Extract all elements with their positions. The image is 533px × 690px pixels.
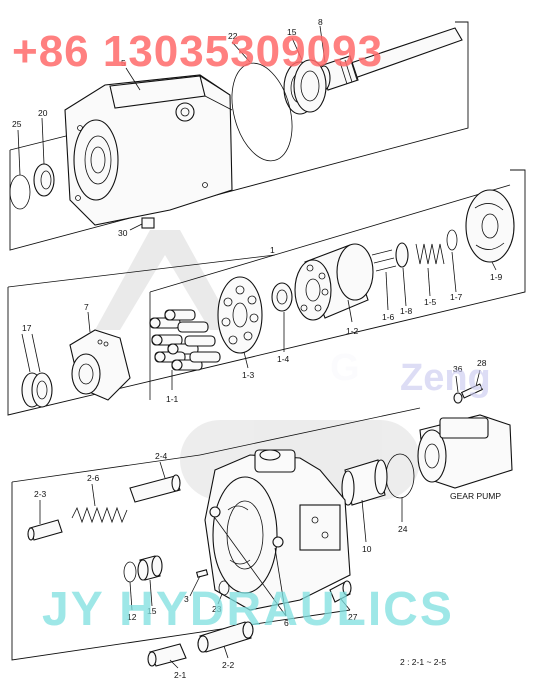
main-housing-part xyxy=(64,74,233,226)
callout-17: 17 xyxy=(22,323,32,333)
callout-28: 28 xyxy=(477,358,487,368)
pin-3-part xyxy=(195,569,209,578)
callout-36: 36 xyxy=(453,364,463,374)
leader-lines-valve xyxy=(39,369,481,669)
callout-10: 10 xyxy=(362,544,372,554)
spring-part xyxy=(415,243,445,265)
callout-1-3: 1-3 xyxy=(242,370,255,380)
shoe-part xyxy=(21,372,53,408)
callout-labels: 8 22 15 5 20 25 30 1 7 17 1-1 1-3 1-4 1-… xyxy=(12,17,503,680)
callout-30: 30 xyxy=(118,228,128,238)
callout-1-8: 1-8 xyxy=(400,306,413,316)
washer-part xyxy=(395,242,409,268)
callout-7: 7 xyxy=(84,302,89,312)
callout-8: 8 xyxy=(318,17,323,27)
callout-20: 20 xyxy=(38,108,48,118)
callout-15-bottom: 15 xyxy=(147,606,157,616)
callout-25: 25 xyxy=(12,119,22,129)
bearing-part xyxy=(283,59,327,115)
callout-6: 6 xyxy=(284,618,289,628)
callout-2-2: 2-2 xyxy=(222,660,235,670)
snap-ring-12-part xyxy=(123,561,137,583)
callout-24: 24 xyxy=(398,524,408,534)
coupling-part xyxy=(341,459,388,506)
callout-1-9: 1-9 xyxy=(490,272,503,282)
watermark-faint-text: G xyxy=(330,347,360,389)
o-ring-part xyxy=(231,62,293,162)
callout-2-4: 2-4 xyxy=(155,451,168,461)
valve-block-body-part xyxy=(204,449,351,611)
spring-2-6-part xyxy=(71,506,128,524)
callout-1-6: 1-6 xyxy=(382,312,395,322)
washer-36-part xyxy=(453,392,463,404)
callout-1-1: 1-1 xyxy=(166,394,179,404)
piston-2-3-part xyxy=(27,519,63,541)
callout-22: 22 xyxy=(228,31,238,41)
retainer-plate-part xyxy=(217,276,263,354)
callout-23: 23 xyxy=(212,604,222,614)
sleeve-2-2-part xyxy=(197,621,254,653)
bolt-28-part xyxy=(460,383,484,399)
callout-12: 12 xyxy=(127,612,137,622)
cap-2-1-part xyxy=(147,643,187,667)
gear-pump-part xyxy=(417,414,513,489)
section-top xyxy=(9,21,469,251)
callout-2-1: 2-1 xyxy=(174,670,187,680)
spherical-bush-part xyxy=(271,282,293,312)
callout-3: 3 xyxy=(184,594,189,604)
leader-lines-top xyxy=(17,25,326,231)
callout-15-top: 15 xyxy=(287,27,297,37)
callout-1-7: 1-7 xyxy=(450,292,463,302)
zeng-watermark: Zeng xyxy=(400,357,491,399)
cylinder-block-part xyxy=(294,243,374,321)
pistons-part xyxy=(149,309,221,371)
callout-2-6: 2-6 xyxy=(87,473,100,483)
o-ring-23-part xyxy=(218,580,230,596)
plug-part xyxy=(141,217,155,229)
leader-lines-rotary xyxy=(21,251,497,390)
snap-ring-part xyxy=(9,174,31,210)
section-valve-block xyxy=(11,369,513,669)
snap-ring-rotary-part xyxy=(446,229,458,251)
seal-part xyxy=(33,163,55,197)
callout-1-4: 1-4 xyxy=(277,354,290,364)
callout-5: 5 xyxy=(121,58,126,68)
callout-1-5: 1-5 xyxy=(424,297,437,307)
bearing-15-part xyxy=(137,555,163,581)
gear-pump-label: GEAR PUMP xyxy=(450,491,501,501)
footnote: 2 : 2-1 ~ 2-5 xyxy=(400,657,446,667)
section-rotary-group xyxy=(7,169,526,416)
callout-27: 27 xyxy=(348,612,358,622)
sleeve-2-4-part xyxy=(129,474,181,503)
callout-2-3: 2-3 xyxy=(34,489,47,499)
valve-plate-part xyxy=(465,189,515,263)
swash-plate-part xyxy=(69,329,131,401)
callout-1-2: 1-2 xyxy=(346,326,359,336)
phone-watermark: +86 13035309093 xyxy=(12,27,383,76)
pins-part xyxy=(371,249,397,272)
bolt-27-part xyxy=(329,580,352,603)
brand-watermark: JY HYDRAULICS xyxy=(42,583,454,636)
callout-1: 1 xyxy=(270,245,275,255)
